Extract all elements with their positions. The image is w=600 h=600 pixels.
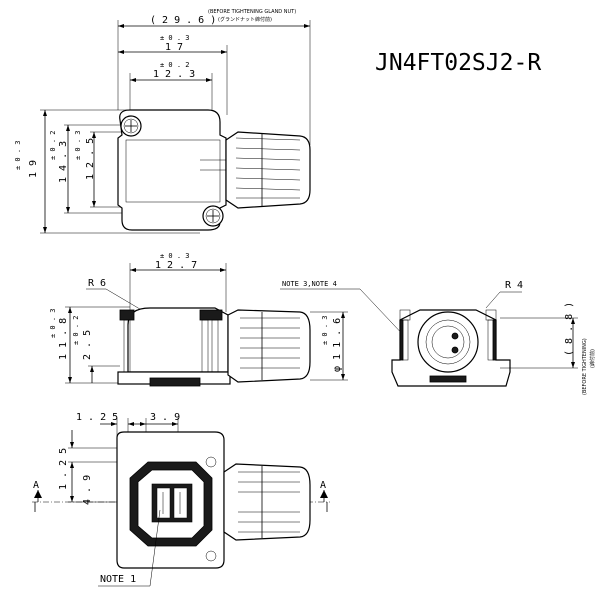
- gland-nut-knurl: [240, 312, 300, 380]
- plan-view: 1 . 2 5 3 . 9 1 . 2 5 4 . 9 A A: [32, 412, 330, 587]
- tol-11-6: ± 0 . 3: [321, 315, 329, 345]
- tol-17: ± 0 . 3: [160, 34, 190, 42]
- note1-label: NOTE 1: [100, 574, 136, 585]
- front-view: NOTE 3,NOTE 4 R 4 ( 8 . 8 ) (BEFORE TIGH…: [280, 280, 596, 395]
- dim-8-8: ( 8 . 8 ): [564, 302, 575, 356]
- r4-label: R 4: [505, 280, 523, 291]
- section-a-left: A: [33, 480, 39, 491]
- tol-14-3: ± 0 . 2: [49, 130, 57, 160]
- dim-14-3: 1 4 . 3: [58, 141, 69, 183]
- part-number-title: JN4FT02SJ2-R: [375, 50, 541, 76]
- dim-3-9: 3 . 9: [150, 412, 180, 423]
- note-before-tightening-jp: (グランドナット締付前): [218, 16, 272, 23]
- dim-12-3: 1 2 . 3: [153, 69, 195, 80]
- gland-nut-knurl: [238, 466, 300, 538]
- note3-note4-label: NOTE 3,NOTE 4: [282, 280, 337, 288]
- dim-19: 1 9: [28, 160, 39, 178]
- dim-17: 1 7: [165, 42, 183, 53]
- tol-2-5: ± 0 . 2: [72, 315, 80, 345]
- tol-12-7: ± 0 . 3: [160, 252, 190, 260]
- dim-12-7: 1 2 . 7: [155, 260, 197, 271]
- gland-nut-knurl: [235, 134, 301, 206]
- side-before-tightening-jp: (締付前): [589, 349, 596, 368]
- screw-icon: [202, 205, 224, 227]
- tol-12-5: ± 0 . 3: [74, 130, 82, 160]
- tol-19: ± 0 . 3: [14, 140, 22, 170]
- dim-1-25-top: 1 . 2 5: [76, 412, 118, 423]
- dim-29-6: ( 2 9 . 6 ): [150, 15, 216, 26]
- side-before-tightening: (BEFORE TIGHTENING): [582, 338, 588, 395]
- dim-12-5: 1 2 . 5: [85, 138, 96, 180]
- note-before-tightening: (BEFORE TIGHTENING GLAND NUT): [208, 9, 296, 15]
- tol-11-8: ± 0 . 3: [49, 308, 57, 338]
- screw-icon: [120, 115, 142, 137]
- side-view: ± 0 . 3 1 2 . 7 R 6 ± 0 . 3 1 1 . 8 ± 0 …: [49, 252, 348, 387]
- dim-2-5: 2 . 5: [82, 330, 93, 360]
- dim-11-8: 1 1 . 8: [58, 318, 69, 360]
- r6-label: R 6: [88, 278, 106, 289]
- top-view: ( 2 9 . 6 ) (BEFORE TIGHTENING GLAND NUT…: [14, 9, 311, 234]
- tol-12-3: ± 0 . 2: [160, 61, 190, 69]
- section-a-right: A: [320, 480, 326, 491]
- dim-1-25-side: 1 . 2 5: [58, 448, 69, 490]
- dim-4-9: 4 . 9: [82, 475, 93, 505]
- dim-11-6: φ 1 1 . 6: [332, 318, 343, 372]
